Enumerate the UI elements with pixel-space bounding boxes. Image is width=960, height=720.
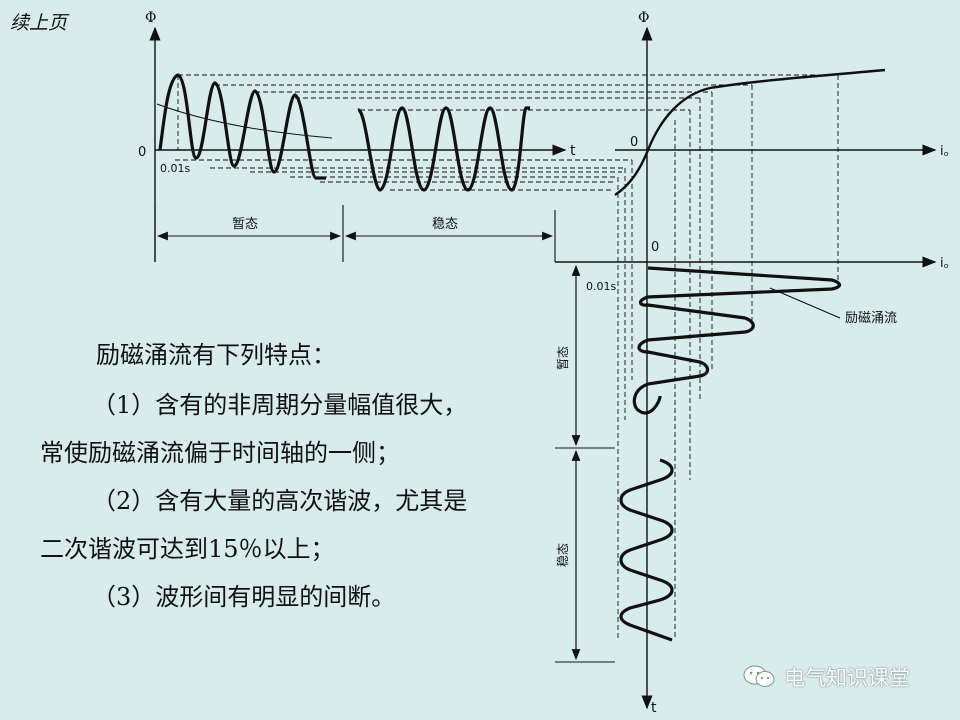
left-transient-label: 暂态 — [232, 217, 258, 232]
projection-lines — [175, 74, 839, 640]
left-0-01s-label: 0.01s — [160, 162, 190, 175]
features-title: 励磁涌流有下列特点： — [96, 341, 336, 369]
bottom-steady-label: 稳态 — [555, 543, 570, 567]
steady-flux-wave — [356, 106, 530, 192]
magnetization-curve — [614, 68, 886, 196]
left-t-label: t — [570, 143, 576, 159]
watermark-text: 电气知识课堂 — [784, 666, 910, 690]
bottom-time-segments — [555, 264, 615, 663]
feature-1-line-b: 常使励磁涌流偏于时间轴的一侧； — [40, 439, 400, 467]
left-time-segments — [154, 205, 556, 262]
left-zero-label: 0 — [138, 145, 146, 160]
transient-flux-wave — [158, 73, 326, 180]
bottom-transient-label: 暂态 — [556, 346, 570, 370]
right-phi-label: Φ — [638, 10, 649, 26]
right-zero-label: 0 — [630, 135, 638, 150]
features-text: 励磁涌流有下列特点： （1）含有的非周期分量幅值很大， 常使励磁涌流偏于时间轴的… — [40, 334, 520, 624]
feature-3: （3）波形间有明显的间断。 — [92, 583, 396, 611]
bottom-0-01s-label: 0.01s — [586, 280, 616, 293]
chat-bubble-icon — [743, 665, 775, 687]
continued-label: 续上页 — [10, 12, 68, 34]
left-phi-label: Φ — [145, 10, 156, 26]
feature-2-line-b: 二次谐波可达到15％以上； — [40, 535, 335, 563]
inrush-leader — [769, 287, 841, 319]
steady-current-wave — [619, 458, 674, 642]
right-i0-label: i。 — [940, 144, 957, 159]
inrush-label: 励磁涌流 — [845, 311, 897, 326]
bottom-i0-label: i。 — [940, 256, 957, 271]
bottom-zero-label: 0 — [651, 240, 659, 255]
bottom-t-label: t — [651, 700, 657, 716]
feature-2-line-a: （2）含有大量的高次谐波，尤其是 — [92, 487, 468, 515]
watermark: 电气知识课堂 — [742, 662, 910, 692]
inrush-current-wave — [632, 266, 842, 415]
left-steady-label: 稳态 — [432, 216, 458, 232]
feature-1-line-a: （1）含有的非周期分量幅值很大， — [92, 391, 468, 419]
aperiodic-component-curve — [156, 103, 333, 139]
